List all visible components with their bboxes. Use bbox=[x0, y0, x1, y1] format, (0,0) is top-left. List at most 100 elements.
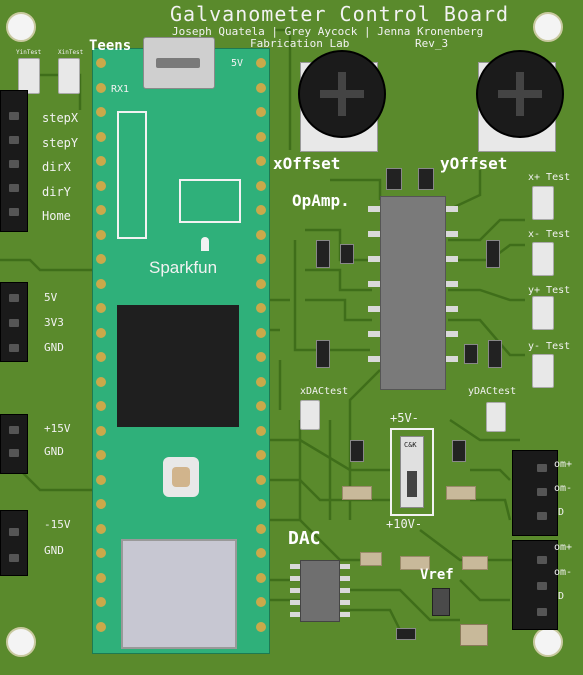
teensy-pin-pad bbox=[96, 572, 106, 583]
opamp-pin bbox=[368, 206, 380, 212]
teensy-pin-pad bbox=[96, 303, 106, 313]
pin-label: stepY bbox=[42, 136, 79, 150]
teensy-pin-pad bbox=[96, 425, 106, 436]
teensy-board: Teens RX1 5V Sparkfun bbox=[89, 37, 270, 654]
teensy-pin-pad bbox=[256, 254, 266, 264]
yin-test-label: YinTest bbox=[16, 49, 42, 56]
header-pin bbox=[537, 512, 547, 520]
dac-label: DAC bbox=[288, 528, 321, 549]
pin-label: stepX bbox=[42, 111, 79, 125]
teensy-pin-pad bbox=[96, 278, 106, 289]
left-header-4 bbox=[0, 510, 28, 576]
teensy-pin-pad bbox=[256, 205, 266, 215]
smd-resistor bbox=[350, 440, 364, 462]
yminus-test-connector bbox=[532, 354, 554, 388]
teensy-pin-pad bbox=[256, 499, 266, 509]
pin-label: D bbox=[558, 591, 565, 602]
dac-pin bbox=[290, 600, 300, 605]
pin-label: +15V bbox=[44, 422, 71, 435]
right-connector-2 bbox=[512, 540, 558, 630]
teensy-pin-pad bbox=[96, 254, 106, 264]
yin-test-connector bbox=[18, 58, 40, 94]
ydac-test-label: yDACtest bbox=[468, 386, 517, 397]
opamp-pin bbox=[446, 331, 458, 337]
left-header-3 bbox=[0, 414, 28, 474]
teensy-pin-pad bbox=[256, 156, 266, 166]
header-outline bbox=[179, 179, 241, 223]
header-pin bbox=[9, 319, 19, 327]
opamp-pin bbox=[368, 281, 380, 287]
header-pin bbox=[537, 582, 547, 590]
teensy-pin-pad bbox=[256, 229, 266, 240]
opamp-pin bbox=[446, 306, 458, 312]
header-pin bbox=[537, 464, 547, 472]
smd-resistor bbox=[316, 340, 330, 368]
teensy-pin-pad bbox=[256, 303, 266, 313]
smd-resistor bbox=[396, 628, 416, 640]
teensy-pin-pad bbox=[96, 107, 106, 117]
sparkfun-logo: Sparkfun bbox=[149, 258, 218, 277]
smd-resistor bbox=[452, 440, 466, 462]
yoffset-label: yOffset bbox=[440, 154, 508, 173]
smd-capacitor bbox=[462, 556, 488, 570]
pin-label: dirX bbox=[42, 160, 71, 174]
header-pin bbox=[9, 294, 19, 302]
header-pin bbox=[537, 556, 547, 564]
teensy-pin-pad bbox=[96, 474, 106, 485]
smd-component bbox=[418, 168, 434, 190]
opamp-pin bbox=[368, 231, 380, 237]
pin-label: 5V bbox=[44, 291, 58, 304]
vref-label: Vref bbox=[420, 567, 454, 583]
sparkfun-flame-icon bbox=[201, 237, 209, 251]
board-title: Galvanometer Control Board bbox=[170, 2, 510, 26]
smd-resistor bbox=[488, 340, 502, 368]
opamp-label: OpAmp. bbox=[292, 191, 350, 210]
pin-label: om- bbox=[554, 567, 573, 578]
teensy-pin-pad bbox=[256, 376, 266, 387]
teensy-pin-pad bbox=[96, 205, 106, 215]
opamp-pin bbox=[446, 281, 458, 287]
opamp-pin bbox=[368, 256, 380, 262]
teensy-pin-pad bbox=[96, 131, 106, 142]
teensy-pin-pad bbox=[96, 597, 106, 607]
teensy-pin-pad bbox=[96, 229, 106, 240]
teensy-pin-pad bbox=[96, 401, 106, 411]
header-outline bbox=[117, 111, 147, 239]
switch-outline bbox=[390, 428, 434, 516]
header-pin bbox=[9, 449, 19, 457]
dac-pin bbox=[290, 588, 300, 593]
teensy-pin-pad bbox=[256, 401, 266, 411]
pin-label: om+ bbox=[554, 459, 573, 470]
test-label: x- Test bbox=[528, 229, 571, 240]
teensy-pin-pad bbox=[256, 82, 266, 93]
smd-capacitor bbox=[460, 624, 488, 646]
teensy-pin-pad bbox=[96, 58, 106, 68]
header-pin bbox=[9, 136, 19, 144]
opamp-pin bbox=[446, 256, 458, 262]
authors-line: Joseph Quatela | Grey Aycock | Jenna Kro… bbox=[172, 25, 484, 38]
teensy-pin-pad bbox=[256, 131, 266, 142]
ydac-test-connector bbox=[486, 402, 506, 432]
pin-label: om- bbox=[554, 483, 573, 494]
xdac-test-connector bbox=[300, 400, 320, 430]
teensy-pin-pad bbox=[96, 82, 106, 93]
pin-label: -15V bbox=[44, 518, 71, 531]
teensy-pin-pad bbox=[256, 180, 266, 191]
header-pin bbox=[9, 160, 19, 168]
teensy-label: Teens bbox=[89, 38, 132, 54]
smd-resistor bbox=[486, 240, 500, 268]
xoffset-pot-knob[interactable] bbox=[298, 50, 386, 138]
header-pin bbox=[537, 608, 547, 616]
dac-pin bbox=[340, 576, 350, 581]
program-button[interactable] bbox=[163, 457, 199, 497]
voltage-select-switch[interactable]: C&K bbox=[400, 436, 424, 508]
xin-test-connector bbox=[58, 58, 80, 94]
yoffset-pot-knob[interactable] bbox=[476, 50, 564, 138]
dac-pin bbox=[290, 612, 300, 617]
teensy-pin-pad bbox=[96, 548, 106, 558]
pin-label: GND bbox=[44, 445, 64, 458]
teensy-pin-pad bbox=[256, 621, 266, 632]
teensy-pin-pad bbox=[256, 450, 266, 460]
